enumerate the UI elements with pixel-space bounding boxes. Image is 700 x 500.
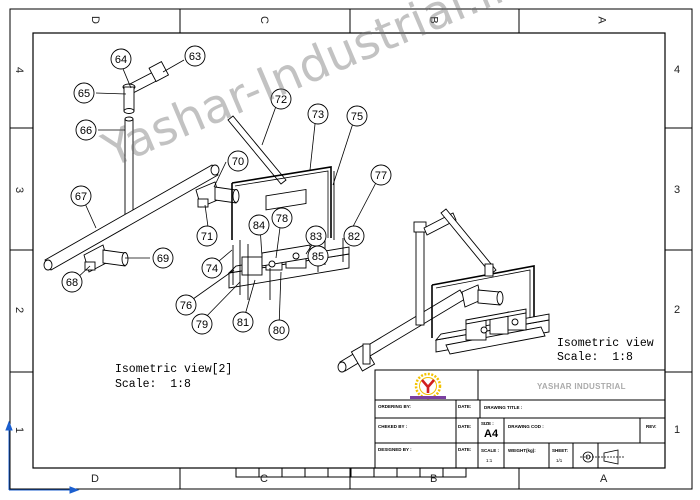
- balloon-label: 71: [201, 231, 213, 243]
- balloon-label: 66: [80, 125, 92, 137]
- balloon-64: 64: [110, 48, 132, 70]
- balloon-83: 83: [305, 225, 327, 247]
- zone-right-1: 1: [674, 424, 681, 436]
- outer-frame: [9, 8, 693, 490]
- balloon-69: 69: [152, 247, 174, 269]
- zone-left-1: 1: [13, 426, 26, 434]
- part-72-rod: [227, 115, 287, 185]
- zone-left-3: 3: [13, 186, 26, 194]
- designed-by-label: DESIGNED BY :: [378, 447, 412, 452]
- balloon-label: 83: [310, 231, 322, 243]
- balloon-label: 74: [206, 263, 218, 275]
- balloon-74: 74: [201, 257, 223, 279]
- balloon-label: 78: [276, 213, 288, 225]
- balloon-68: 68: [61, 271, 83, 293]
- balloon-77: 77: [370, 164, 392, 186]
- balloon-75: 75: [346, 105, 368, 127]
- zone-left-4: 4: [13, 66, 26, 74]
- drawing-cod-label: DRAWING COD :: [508, 424, 544, 429]
- zone-bottom-c: C: [260, 473, 268, 485]
- balloon-84: 84: [248, 214, 270, 236]
- balloon-73: 73: [307, 103, 329, 125]
- balloon-85: 85: [307, 245, 329, 267]
- company-logo: [410, 372, 446, 400]
- balloon-63: 63: [184, 45, 206, 67]
- left-view-title: Isometric view[2]: [115, 363, 233, 376]
- zone-bottom-b: B: [430, 473, 438, 485]
- balloon-66: 66: [75, 119, 97, 141]
- balloon-70: 70: [227, 150, 249, 172]
- zone-top-a: A: [595, 16, 608, 24]
- balloon-67: 67: [70, 185, 92, 207]
- zone-bottom-a: A: [600, 473, 608, 485]
- balloon-label: 69: [157, 253, 169, 265]
- balloon-label: 75: [351, 111, 363, 123]
- ordering-by-label: ORDERING BY:: [378, 404, 411, 409]
- scale-value: 1:1: [486, 458, 493, 463]
- zone-right-2: 2: [674, 304, 681, 316]
- sheet-label: SHEET:: [552, 448, 569, 453]
- balloon-81: 81: [232, 311, 254, 333]
- zone-right-3: 3: [674, 184, 681, 196]
- balloon-label: 84: [253, 220, 265, 232]
- balloon-72: 72: [270, 88, 292, 110]
- balloon-82: 82: [343, 225, 365, 247]
- balloon-label: 81: [237, 317, 249, 329]
- ucs-axes-icon: [5, 420, 80, 494]
- assembled-view: [337, 208, 550, 373]
- sheet-value: 1/1: [556, 458, 563, 463]
- balloon-label: 70: [232, 156, 244, 168]
- cheked-by-label: CHEKED BY :: [378, 424, 408, 429]
- rev-label: REV:: [646, 424, 657, 429]
- part-66-tube: [124, 118, 134, 216]
- zone-ticks: [10, 9, 692, 489]
- title-block: [374, 369, 666, 469]
- balloon-label: 64: [115, 54, 127, 66]
- balloon-label: 80: [273, 325, 285, 337]
- balloon-label: 79: [196, 319, 208, 331]
- right-view-title: Isometric view: [557, 337, 654, 350]
- balloon-label: 67: [75, 191, 87, 203]
- part-65-post: [123, 86, 135, 112]
- zone-bottom-d: D: [91, 473, 99, 485]
- balloon-label: 82: [348, 231, 360, 243]
- zone-top-d: D: [88, 16, 101, 24]
- drawing-title-label: DRAWING TITLE :: [484, 405, 523, 410]
- size-value: A4: [484, 428, 499, 440]
- balloon-label: 72: [275, 94, 287, 106]
- balloon-label: 77: [375, 170, 387, 182]
- company-name: YASHAR INDUSTRIAL: [537, 382, 626, 391]
- scale-ruler: [235, 467, 467, 478]
- balloon-callouts: 63 64 65 66 67 68 69 70 71 72 73 74 75 76 77 78 79 80 81 82…: [61, 45, 392, 341]
- balloon-label: 76: [180, 300, 192, 312]
- zone-right-4: 4: [674, 64, 681, 76]
- size-label: SIZE :: [481, 421, 494, 426]
- balloon-label: 63: [189, 51, 201, 63]
- balloon-79: 79: [191, 313, 213, 335]
- zone-top-b: B: [427, 16, 440, 24]
- projection-symbol-icon: [580, 449, 624, 465]
- balloon-label: 68: [66, 277, 78, 289]
- balloon-80: 80: [268, 319, 290, 341]
- balloon-65: 65: [73, 82, 95, 104]
- date-label-2: DATE:: [458, 424, 472, 429]
- balloon-label: 65: [78, 88, 90, 100]
- balloon-71: 71: [196, 225, 218, 247]
- date-label-1: DATE:: [458, 404, 472, 409]
- part-63-block: [148, 61, 170, 83]
- balloon-78: 78: [271, 207, 293, 229]
- scale-label: SCALE :: [481, 448, 499, 453]
- balloon-label: 73: [312, 109, 324, 121]
- part-69-pin: [102, 249, 126, 267]
- balloon-76: 76: [175, 294, 197, 316]
- weight-label: WEIGHT(kg):: [508, 448, 536, 453]
- balloon-label: 85: [312, 251, 324, 263]
- zone-left-2: 2: [13, 306, 26, 314]
- left-view-scale: Scale: 1:8: [115, 378, 191, 391]
- right-view-scale: Scale: 1:8: [557, 351, 633, 364]
- date-label-3: DATE:: [458, 447, 472, 452]
- zone-top-c: C: [257, 16, 270, 24]
